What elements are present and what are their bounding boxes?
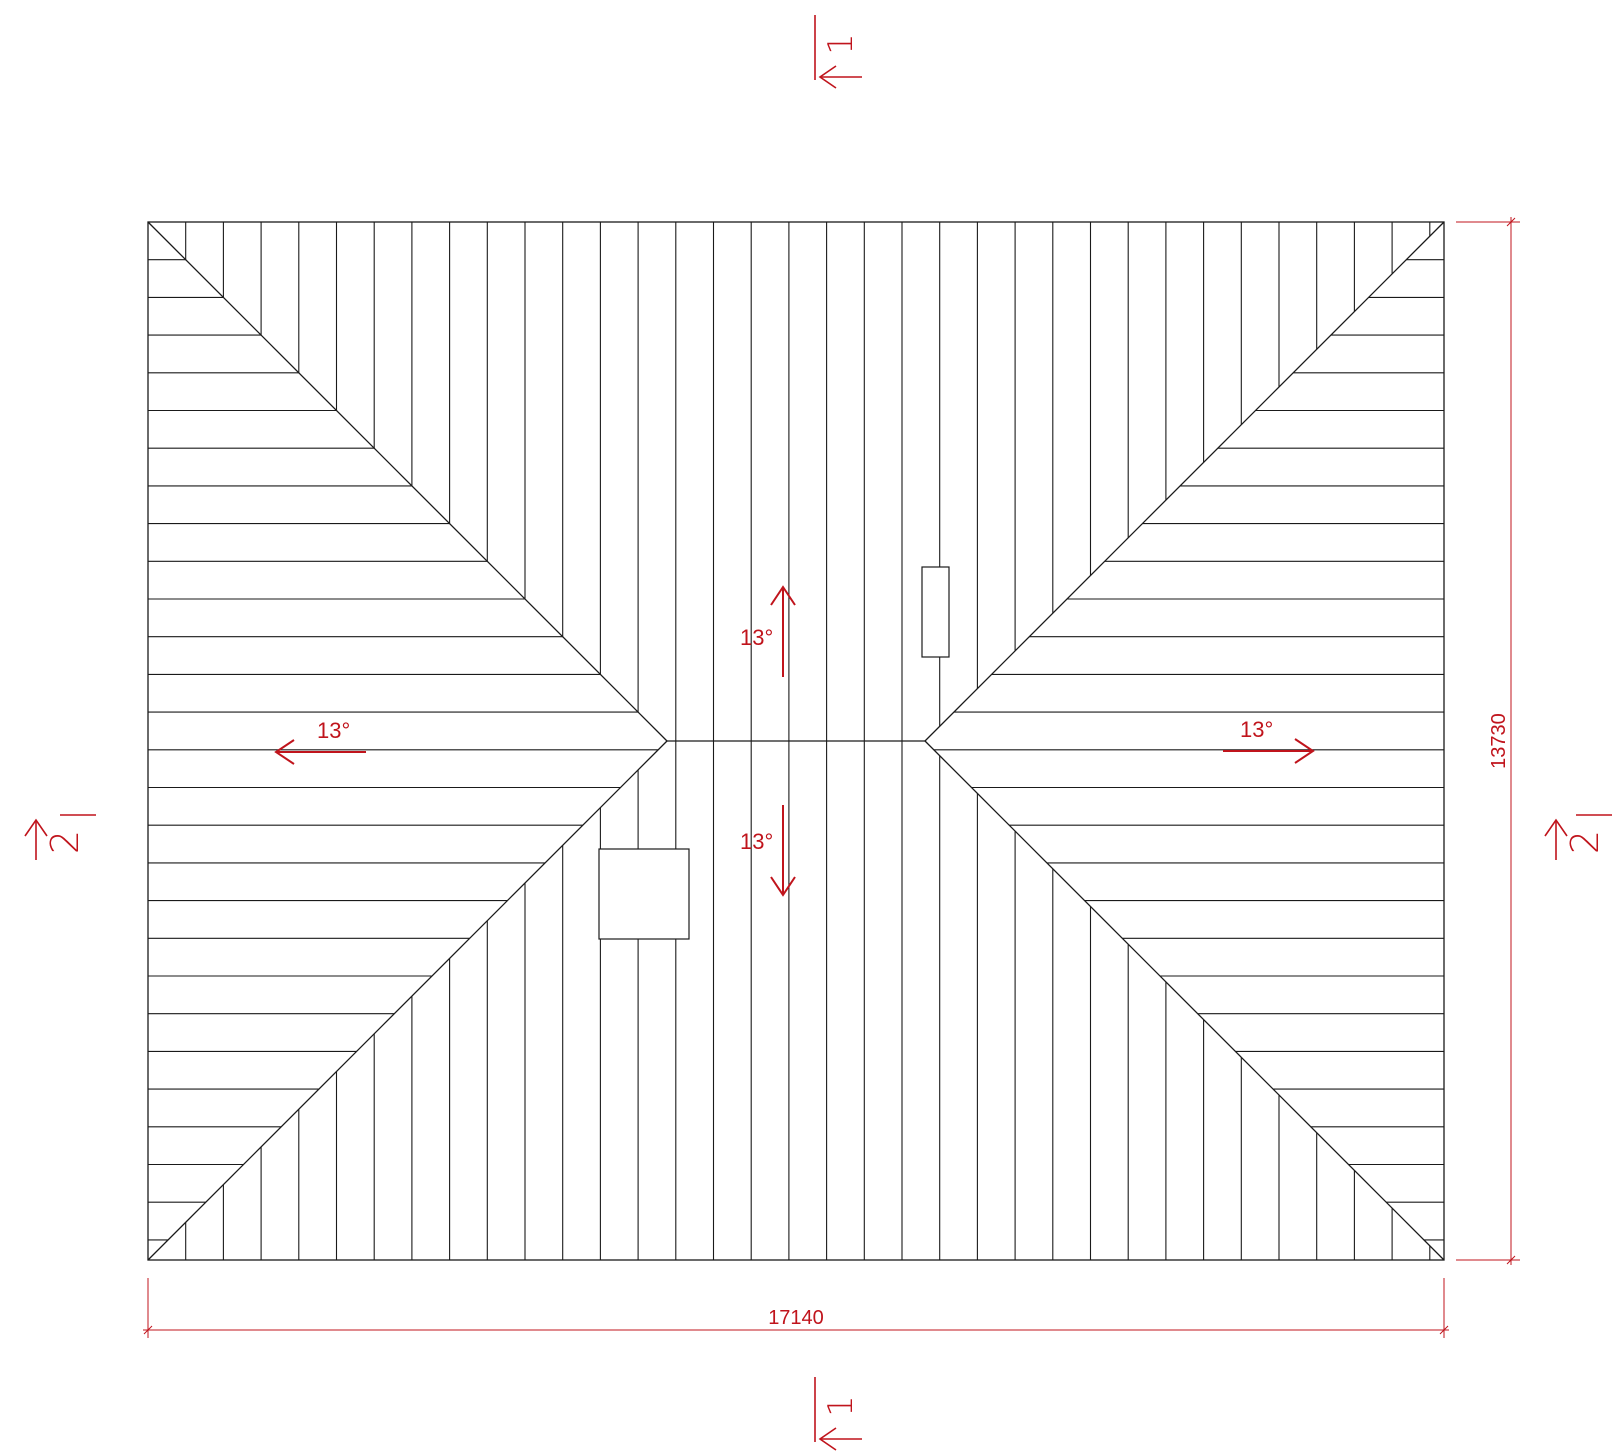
skylight-opening [921, 566, 950, 658]
section-label-left: 2 [43, 830, 87, 854]
hip-line-top-left [147, 221, 668, 742]
slope-label-up: 13° [740, 625, 773, 650]
slope-label-down: 13° [740, 829, 773, 854]
height-dimension-label: 13730 [1488, 713, 1510, 769]
section-marker-bottom: 1 [814, 1377, 862, 1451]
roof-outline [147, 221, 1445, 1261]
hip-line-bottom-right [924, 740, 1445, 1261]
section-marker-right: 2 [1544, 814, 1612, 860]
width-dimension-label: 17140 [768, 1307, 824, 1329]
slope-arrow-down: 13° [740, 805, 796, 897]
section-label-right: 2 [1563, 830, 1607, 854]
slope-label-right: 13° [1240, 717, 1273, 742]
slope-arrow-left: 13° [274, 718, 366, 765]
section-marker-top: 1 [814, 15, 862, 89]
section-label-bottom: 1 [821, 1395, 861, 1417]
slope-label-left: 13° [317, 718, 350, 743]
chimney-opening [598, 848, 690, 940]
hip-line-top-right [924, 221, 1445, 742]
slope-arrow-up: 13° [740, 585, 796, 677]
section-label-top: 1 [821, 33, 861, 55]
section-marker-left: 2 [24, 814, 96, 860]
roof-seam-lines [148, 222, 1444, 1260]
slope-arrow-right: 13° [1223, 717, 1315, 764]
hip-line-bottom-left [147, 740, 668, 1261]
height-dimension: 13730 [1456, 217, 1520, 1265]
width-dimension: 17140 [143, 1278, 1449, 1338]
